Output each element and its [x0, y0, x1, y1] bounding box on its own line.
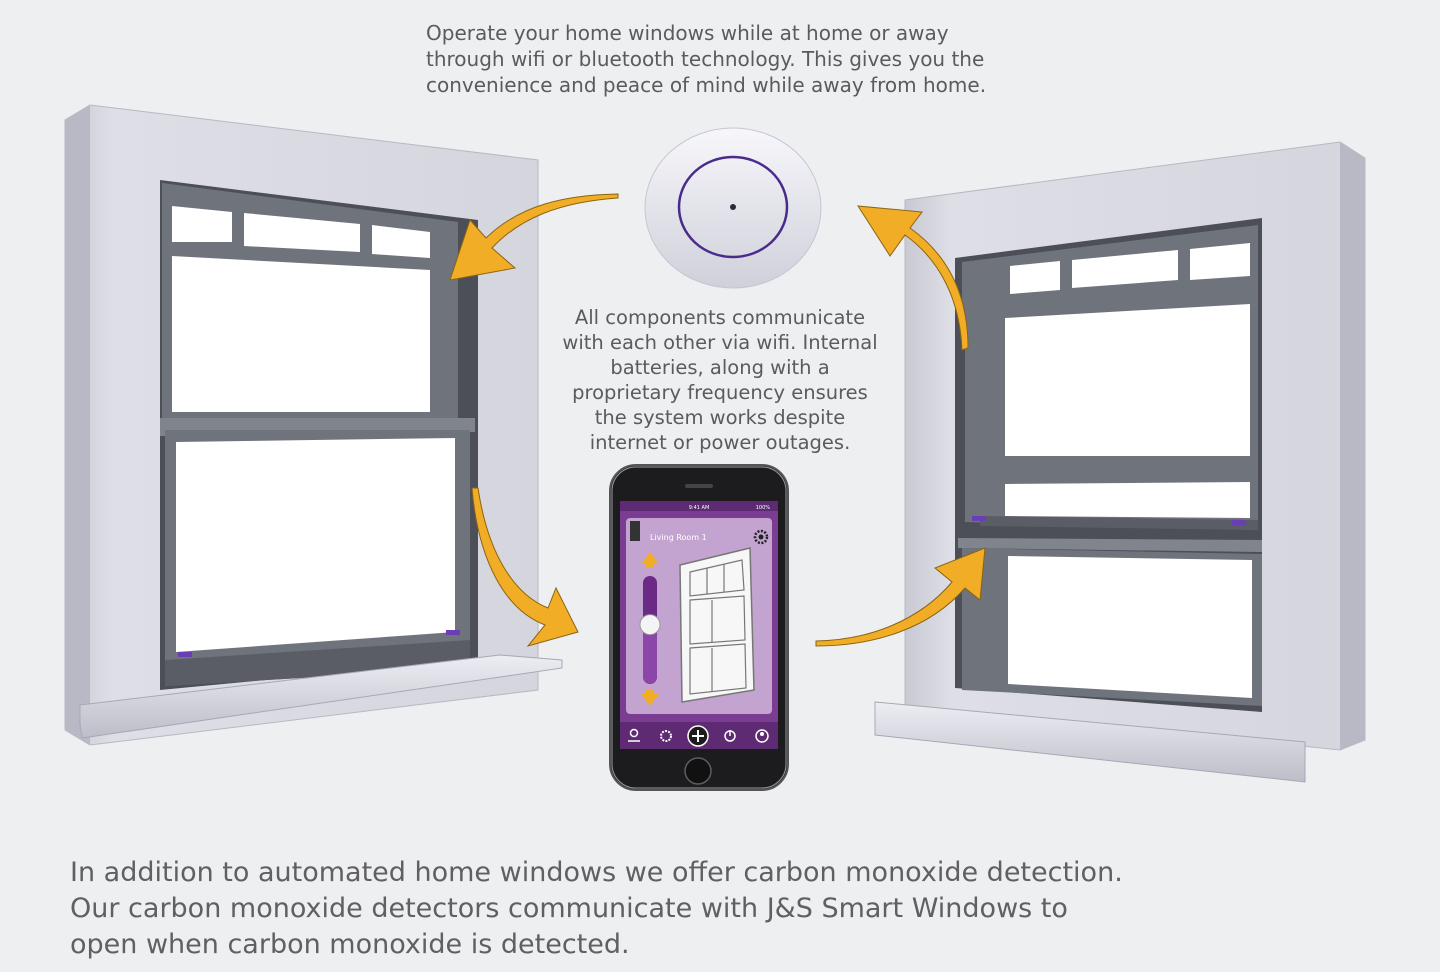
window-thumbnail-icon	[630, 521, 640, 541]
settings-gear-icon[interactable]	[753, 529, 769, 545]
status-time: 9:41 AM	[689, 505, 710, 511]
left-window	[64, 104, 563, 746]
app-window-illustration	[679, 547, 755, 703]
level-slider-fill	[643, 624, 657, 684]
location-icon[interactable]	[628, 728, 640, 742]
level-slider-knob[interactable]	[639, 614, 661, 636]
top-caption: Operate your home windows while at home …	[426, 21, 987, 97]
smartphone: 9:41 AM 100% Living Room 1	[609, 464, 789, 791]
right-window	[874, 141, 1366, 783]
down-arrow-icon[interactable]	[641, 690, 659, 706]
user-icon[interactable]	[755, 729, 769, 743]
wifi-hub	[644, 127, 822, 289]
gear-icon[interactable]	[660, 730, 672, 742]
middle-caption: All components communicate with each oth…	[562, 306, 878, 454]
up-arrow-icon[interactable]	[641, 552, 659, 568]
status-battery: 100%	[756, 505, 771, 511]
power-icon[interactable]	[724, 730, 736, 742]
room-title: Living Room 1	[650, 533, 707, 542]
bottom-caption: In addition to automated home windows we…	[70, 857, 1123, 960]
add-icon[interactable]	[687, 725, 709, 747]
arrows	[449, 193, 986, 647]
